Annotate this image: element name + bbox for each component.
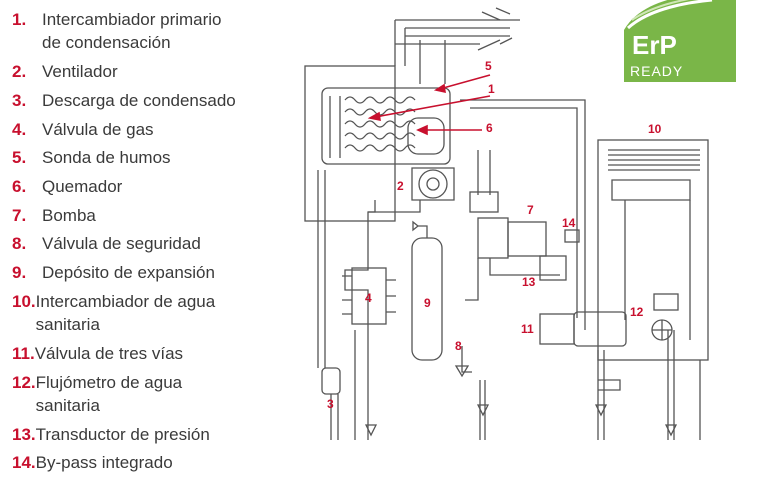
legend-number: 3.	[12, 90, 27, 110]
legend-text-line: Bomba	[42, 205, 96, 225]
legend-text: Flujómetro de agua sanitaria	[36, 371, 297, 418]
legend-text: Transductor de presión	[36, 423, 297, 446]
legend-item: 11.Válvula de tres vías	[12, 342, 297, 365]
pressure-transducer	[539, 255, 567, 281]
erp-ready-badge: ErP READY	[624, 0, 736, 82]
legend-number: 2.	[12, 62, 27, 82]
legend-number: 12.	[12, 372, 36, 392]
legend-item: 10.Intercambiador de agua sanitaria	[12, 290, 297, 337]
three-way-valve-body	[573, 311, 627, 347]
label-12: 12	[630, 305, 644, 319]
bypass	[564, 229, 580, 243]
legend-text-line: Quemador	[42, 176, 123, 196]
legend-item: 9. Depósito de expansión	[12, 261, 297, 284]
legend-item: 6. Quemador	[12, 175, 297, 198]
legend-text: Descarga de condensado	[42, 89, 297, 112]
dhw-flowmeter-box	[653, 293, 679, 311]
label-6: 6	[486, 121, 493, 135]
legend-text-line: sanitaria	[35, 315, 100, 335]
legend-text: Depósito de expansión	[42, 261, 297, 284]
legend-text: Válvula de gas	[42, 118, 297, 141]
casing-outline	[304, 65, 396, 222]
legend-list: 1. Intercambiador primario de condensación…	[12, 8, 297, 480]
legend-item: 13.Transductor de presión	[12, 423, 297, 446]
legend-item: 5. Sonda de humos	[12, 146, 297, 169]
pump-body	[477, 217, 509, 259]
legend-item: 3. Descarga de condensado	[12, 89, 297, 112]
legend-number: 4.	[12, 119, 27, 139]
label-7: 7	[527, 203, 534, 217]
legend-text-line: Válvula de seguridad	[42, 234, 201, 254]
legend-item: 8. Válvula de seguridad	[12, 232, 297, 255]
legend-text-line: Ventilador	[42, 62, 118, 82]
label-8: 8	[455, 339, 462, 353]
legend-text-line: Sonda de humos	[42, 148, 171, 168]
legend-number: 13.	[12, 424, 36, 444]
legend-text: Válvula de seguridad	[42, 232, 297, 255]
label-14: 14	[562, 216, 576, 230]
flow-pipe	[460, 99, 586, 330]
label-4: 4	[365, 291, 372, 305]
label-13: 13	[522, 275, 536, 289]
exchanger-coils	[344, 96, 416, 152]
legend-text: Intercambiador de agua sanitaria	[36, 290, 297, 337]
legend-number: 14.	[12, 453, 36, 473]
legend-item: 14.By-pass integrado	[12, 451, 297, 474]
legend-number: 8.	[12, 234, 27, 254]
dhw-plates	[608, 149, 700, 171]
air-vent	[469, 191, 499, 213]
legend-number: 1.	[12, 10, 27, 29]
legend-number: 10.	[12, 291, 36, 311]
legend-text-line: Depósito de expansión	[42, 263, 215, 283]
legend-item: 7. Bomba	[12, 204, 297, 227]
label-3: 3	[327, 397, 334, 411]
legend-text: Sonda de humos	[42, 146, 297, 169]
three-way-valve-actuator	[539, 313, 575, 345]
legend-text-line: Transductor de presión	[35, 424, 210, 444]
legend-text-line: Válvula de gas	[42, 119, 154, 139]
label-9: 9	[424, 296, 431, 310]
legend-item: 1. Intercambiador primario de condensación	[12, 8, 297, 55]
label-5: 5	[485, 59, 492, 73]
legend-text-line: Intercambiador de agua	[35, 291, 216, 311]
callout-arrow-1	[369, 95, 491, 119]
legend-item: 12.Flujómetro de agua sanitaria	[12, 371, 297, 418]
legend-number: 7.	[12, 205, 27, 225]
legend-text-line: de condensación	[42, 33, 171, 53]
label-1: 1	[488, 82, 495, 96]
label-10: 10	[648, 122, 662, 136]
legend-number: 6.	[12, 176, 27, 196]
legend-text-line: By-pass integrado	[35, 453, 173, 473]
flue-arrows	[477, 7, 513, 51]
condensate-trap	[321, 367, 341, 395]
ready-label: READY	[630, 63, 683, 79]
erp-label: ErP	[632, 30, 677, 60]
dhw-exchanger-frame	[597, 139, 709, 361]
legend-text-line: Válvula de tres vías	[34, 343, 184, 363]
label-2: 2	[397, 179, 404, 193]
legend-item: 4. Válvula de gas	[12, 118, 297, 141]
legend-text-line: sanitaria	[35, 395, 100, 415]
legend-text-line: Intercambiador primario	[42, 10, 222, 29]
flue-pipe	[394, 19, 520, 66]
legend-text: Ventilador	[42, 60, 297, 83]
label-11: 11	[521, 322, 534, 336]
pump-motor	[507, 221, 547, 257]
legend-text: Intercambiador primario de condensación	[42, 8, 297, 55]
legend-text: Bomba	[42, 204, 297, 227]
legend-number: 11.	[12, 343, 35, 363]
primary-exchanger	[321, 87, 451, 165]
burner	[407, 117, 445, 155]
legend-text: By-pass integrado	[36, 451, 297, 474]
legend-text: Quemador	[42, 175, 297, 198]
legend-text-line: Flujómetro de agua	[35, 372, 183, 392]
legend-text: Válvula de tres vías	[35, 342, 297, 365]
fan	[418, 169, 448, 199]
legend-number: 5.	[12, 148, 27, 168]
legend-text-line: Descarga de condensado	[42, 90, 236, 110]
legend-number: 9.	[12, 263, 27, 283]
legend-item: 2. Ventilador	[12, 60, 297, 83]
